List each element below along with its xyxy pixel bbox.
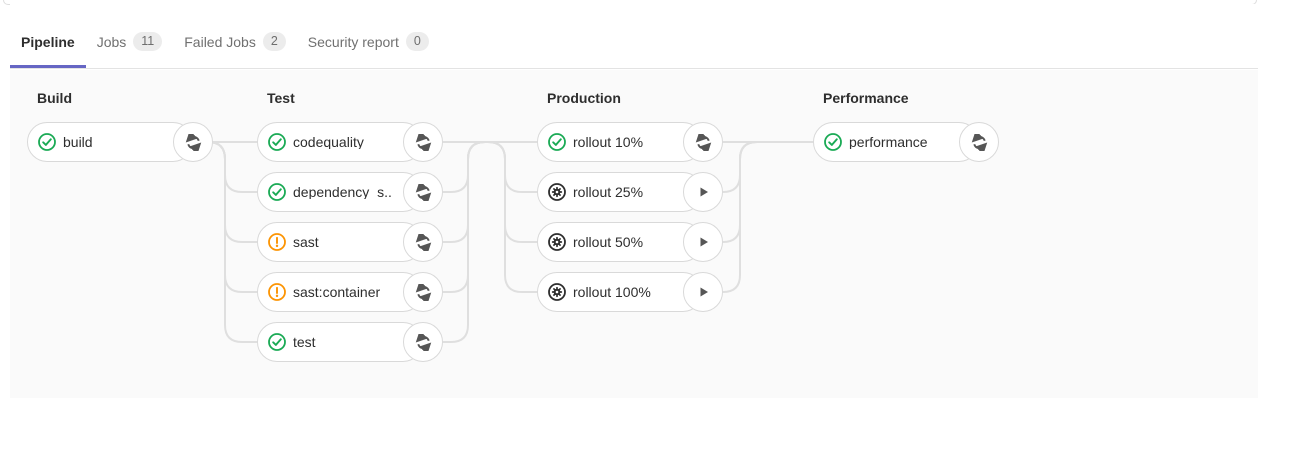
retry-button[interactable] — [403, 122, 443, 162]
retry-button[interactable] — [403, 222, 443, 262]
stage-title: Performance — [823, 90, 909, 106]
retry-button[interactable] — [173, 122, 213, 162]
stage-test: Test codequality dependency_s... — [257, 90, 443, 372]
job-rollout-50[interactable]: rollout 50% — [537, 222, 723, 262]
stage-title: Test — [267, 90, 295, 106]
job-dependency-scanning[interactable]: dependency_s... — [257, 172, 443, 212]
tab-label: Pipeline — [21, 33, 75, 50]
retry-button[interactable] — [959, 122, 999, 162]
play-icon — [700, 187, 708, 197]
retry-icon — [415, 183, 431, 201]
success-icon — [268, 183, 286, 201]
tab-label: Jobs — [96, 33, 127, 50]
job-name: rollout 50% — [573, 235, 644, 249]
play-button[interactable] — [683, 272, 723, 312]
retry-icon — [185, 133, 201, 151]
job-performance[interactable]: performance — [813, 122, 999, 162]
job-test[interactable]: test — [257, 322, 443, 362]
stage-build: Build build — [27, 90, 213, 172]
stage-title: Build — [37, 90, 72, 106]
success-icon — [268, 333, 286, 351]
retry-icon — [695, 133, 711, 151]
success-icon — [824, 133, 842, 151]
retry-icon — [415, 133, 431, 151]
failed-jobs-count-badge: 2 — [262, 32, 286, 51]
retry-button[interactable] — [403, 322, 443, 362]
job-name: dependency_s... — [293, 185, 393, 199]
job-sast[interactable]: sast — [257, 222, 443, 262]
pipeline-graph: Build build Test codequality — [10, 70, 1258, 398]
job-name: rollout 10% — [573, 135, 644, 149]
job-codequality[interactable]: codequality — [257, 122, 443, 162]
job-name: rollout 25% — [573, 185, 644, 199]
job-name: sast — [293, 235, 319, 249]
job-name: codequality — [293, 135, 364, 149]
jobs-count-badge: 11 — [133, 32, 163, 51]
security-report-count-badge: 0 — [405, 32, 429, 51]
tab-jobs[interactable]: Jobs 11 — [86, 4, 174, 68]
play-icon — [700, 287, 708, 297]
retry-icon — [415, 283, 431, 301]
job-rollout-100[interactable]: rollout 100% — [537, 272, 723, 312]
stage-connector-lines — [207, 141, 813, 343]
job-rollout-25[interactable]: rollout 25% — [537, 172, 723, 212]
pipeline-tabs: Pipeline Jobs 11 Failed Jobs 2 Security … — [10, 4, 1258, 69]
warning-icon — [268, 283, 286, 301]
tab-label: Security report — [307, 33, 399, 50]
tab-failed-jobs[interactable]: Failed Jobs 2 — [173, 4, 297, 68]
retry-icon — [415, 233, 431, 251]
retry-button[interactable] — [683, 122, 723, 162]
success-icon — [268, 133, 286, 151]
manual-icon — [548, 183, 566, 201]
warning-icon — [268, 233, 286, 251]
stage-title: Production — [547, 90, 621, 106]
play-button[interactable] — [683, 222, 723, 262]
job-sast-container[interactable]: sast:container — [257, 272, 443, 312]
retry-button[interactable] — [403, 272, 443, 312]
success-icon — [38, 133, 56, 151]
job-name: performance — [849, 135, 928, 149]
play-button[interactable] — [683, 172, 723, 212]
retry-button[interactable] — [403, 172, 443, 212]
job-name: sast:container — [293, 285, 381, 299]
job-name: rollout 100% — [573, 285, 651, 299]
job-rollout-10[interactable]: rollout 10% — [537, 122, 723, 162]
stage-production: Production rollout 10% — [537, 90, 723, 322]
success-icon — [548, 133, 566, 151]
stage-performance: Performance performance — [813, 90, 999, 172]
job-name: build — [63, 135, 93, 149]
manual-icon — [548, 233, 566, 251]
retry-icon — [971, 133, 987, 151]
retry-icon — [415, 333, 431, 351]
tab-label: Failed Jobs — [184, 33, 256, 50]
manual-icon — [548, 283, 566, 301]
job-name: test — [293, 335, 316, 349]
tab-security-report[interactable]: Security report 0 — [297, 4, 440, 68]
tab-pipeline[interactable]: Pipeline — [10, 4, 86, 68]
play-icon — [700, 237, 708, 247]
job-build[interactable]: build — [27, 122, 213, 162]
